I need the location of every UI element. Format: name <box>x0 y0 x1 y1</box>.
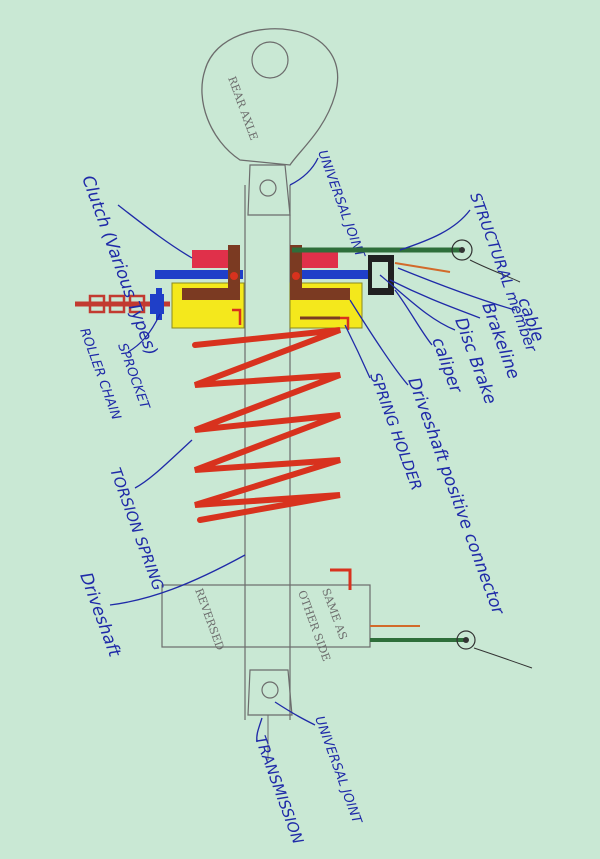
driveshaft-tube <box>244 185 291 720</box>
brake-pad-right <box>300 250 338 268</box>
transmission-label: TRANSMISSION <box>251 733 307 846</box>
sprocket-roller-chain <box>75 288 170 320</box>
clutch-brake-assembly <box>155 245 394 330</box>
rear-axle-label: REAR AXLE <box>225 75 260 143</box>
holder-left <box>182 245 240 300</box>
universal-joint-bottom-label: UNIVERSAL JOINT <box>311 714 364 827</box>
disc-left <box>155 270 243 279</box>
roller-chain-label: ROLLER CHAIN <box>76 326 123 422</box>
lower-housing <box>161 568 533 669</box>
universal-joint-top-leader <box>289 157 319 186</box>
structural-member <box>292 239 521 283</box>
driveshaft-label: Driveshaft <box>75 570 124 661</box>
cable-line <box>394 262 451 273</box>
brake-pad-left <box>192 250 230 268</box>
disc-right <box>292 270 380 279</box>
leader-lines <box>109 204 516 743</box>
torsion-spring <box>192 327 342 523</box>
reversed-label: REVERSED <box>192 587 226 653</box>
universal-joint-top-label: UNIVERSAL JOINT <box>314 148 367 261</box>
universal-joint-top <box>247 164 291 216</box>
rear-axle <box>201 28 339 166</box>
universal-joint-bottom <box>247 669 293 760</box>
driveshaft-positive-connector-label: Driveshaft positive connector <box>403 375 508 618</box>
torsion-spring-label: TORSION SPRING <box>106 465 167 593</box>
